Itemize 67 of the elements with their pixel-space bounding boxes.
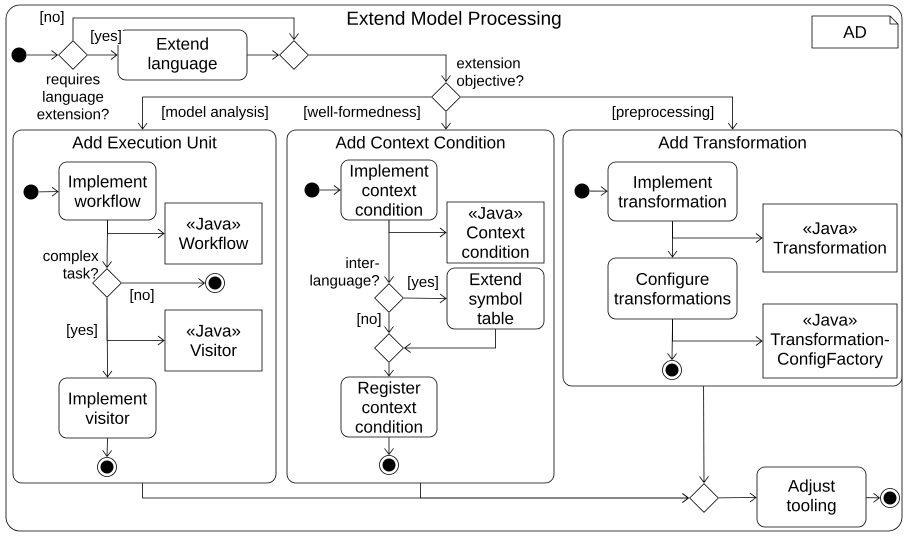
guard-label: [preprocessing]: [610, 105, 716, 121]
arrow: [138, 96, 432, 130]
arrow: [460, 96, 738, 130]
guard-label: [model analysis]: [160, 105, 270, 121]
arrow: [26, 50, 58, 60]
decision-question: complex task?: [43, 250, 98, 279]
arrow: [320, 185, 341, 195]
guard-label: [yes]: [89, 29, 123, 45]
object-box: «Java» Visitor: [164, 310, 262, 372]
start-dot: [12, 48, 26, 62]
guard-label: [no]: [356, 312, 383, 328]
end-bullseye: [379, 455, 399, 475]
guard-label: [no]: [38, 10, 66, 26]
guard-label: [yes]: [65, 323, 99, 339]
decision-diamond: [689, 483, 719, 513]
arrow: [667, 319, 677, 360]
action-box: Extend symbol table: [446, 268, 544, 330]
arrow: [384, 220, 394, 284]
decision-question: inter-language?: [310, 257, 380, 289]
arrow: [590, 186, 608, 196]
end-bullseye: [662, 360, 682, 380]
action-box: Implement visitor: [58, 378, 156, 438]
arrow: [441, 112, 451, 130]
arrow: [72, 18, 299, 40]
object-box: «Java» Workflow: [164, 202, 262, 264]
arrow: [308, 54, 451, 82]
arrow: [38, 186, 59, 197]
arrow: [122, 278, 206, 288]
arrow: [102, 220, 112, 268]
decision-diamond: [279, 40, 309, 70]
object-box: «Java» Transformation: [762, 204, 898, 272]
arrow: [866, 492, 880, 503]
start-dot: [304, 182, 320, 198]
arrow: [88, 50, 118, 60]
arrow: [384, 437, 394, 456]
end-bullseye: [97, 457, 117, 477]
guard-label: [no]: [128, 288, 156, 304]
decision-diamond: [374, 333, 404, 363]
guard-label: [well-formedness]: [302, 105, 422, 121]
arrow: [699, 386, 709, 484]
start-dot: [574, 184, 590, 198]
decision-question: extension objective?: [457, 57, 524, 89]
object-box: «Java» Transformation-ConfigFactory: [762, 304, 898, 378]
arrow: [384, 362, 394, 377]
arrow: [668, 221, 678, 258]
action-box: Configure transformations: [608, 258, 738, 320]
arrow: [384, 312, 394, 334]
action-box: Implement workflow: [58, 162, 156, 220]
start-dot: [24, 184, 38, 200]
action-box: Implement context condition: [340, 160, 438, 220]
arrow: [102, 298, 112, 378]
arrow: [404, 294, 447, 304]
note-box: AD: [812, 16, 898, 48]
guard-label: [yes]: [406, 275, 440, 291]
arrow: [404, 329, 496, 353]
decision-question: requires language extension?: [37, 73, 109, 120]
arrow: [102, 438, 112, 458]
end-bullseye: [205, 273, 225, 293]
action-box: Adjust tooling: [756, 466, 866, 528]
arrow: [247, 50, 280, 60]
arrow: [718, 492, 757, 502]
arrow: [420, 483, 690, 503]
object-box: «Java» Context condition: [446, 202, 544, 264]
action-box: Implement transformation: [608, 162, 738, 222]
end-bullseye: [880, 488, 900, 508]
decision-diamond: [58, 40, 88, 70]
action-box: Register context condition: [340, 376, 438, 438]
